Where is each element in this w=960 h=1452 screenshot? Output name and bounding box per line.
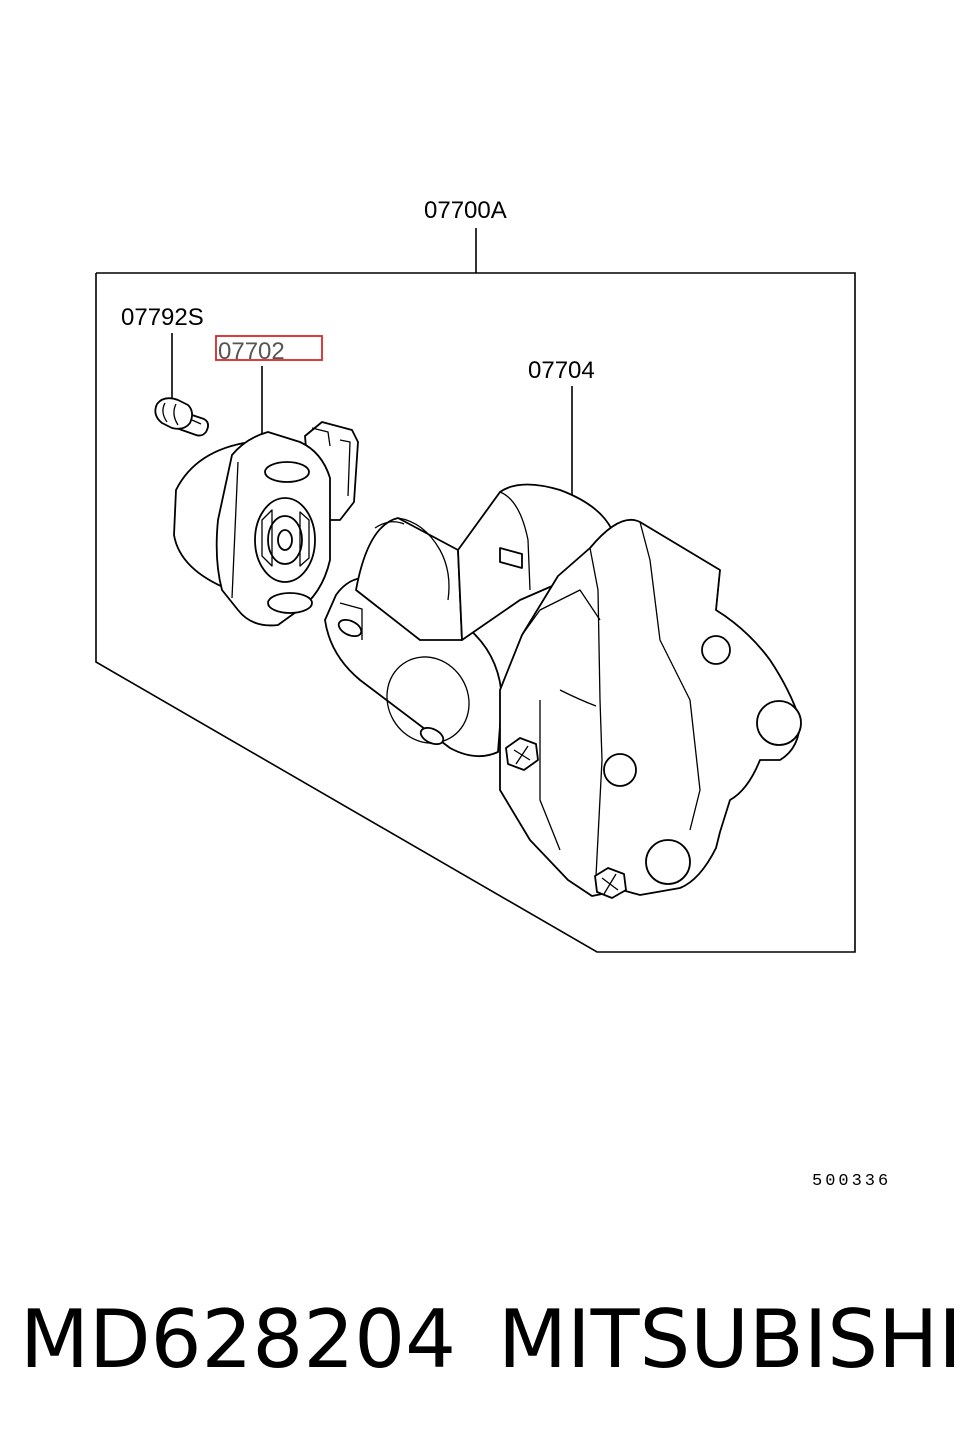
assembly-label: 07700A [424,197,507,224]
throttle-position-sensor-drawing [173,421,359,627]
part-number: MD628204 [20,1293,457,1386]
assembly-frame [95,228,856,953]
reference-code: 500336 [812,1172,892,1191]
footer-caption: MD628204 MITSUBISHI [20,1290,960,1390]
parts-diagram: 07700A 07792S 07702 07704 [95,197,856,953]
sensor-callout-highlight[interactable]: 07702 [215,335,323,365]
throttle-body-label: 07704 [528,357,595,384]
brand-name: MITSUBISHI [498,1293,960,1386]
highlight-box [215,335,323,361]
screw-label: 07792S [121,304,204,331]
sensor-label: 07702 [218,338,285,365]
screw-drawing [154,397,209,437]
throttle-body-drawing [324,483,802,899]
